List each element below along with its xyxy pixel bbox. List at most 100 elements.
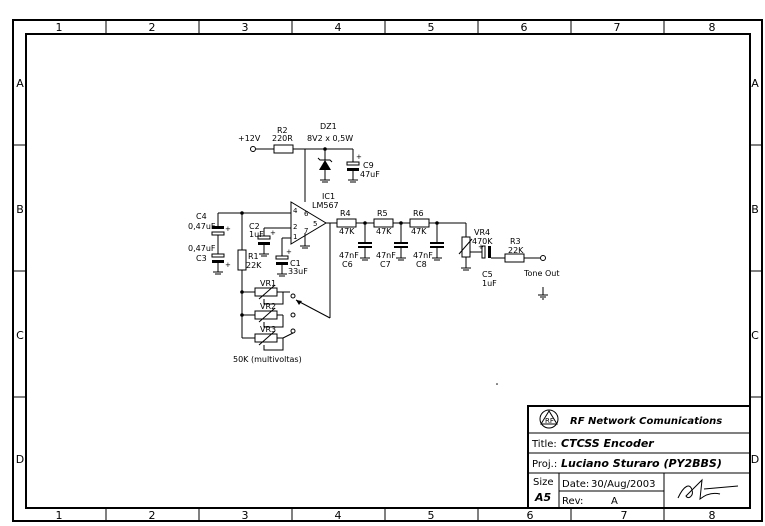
svg-text:+: + (286, 248, 292, 256)
trimmer-vr4 (461, 236, 471, 258)
supply-terminal[interactable] (250, 146, 256, 152)
ic1-pin-4: 4 (293, 207, 298, 215)
date-label: Date: (562, 479, 589, 490)
zone-col-2-top: 2 (149, 21, 156, 34)
proj-value: Luciano Sturaro (PY2BBS) (561, 457, 722, 470)
zone-row-b-right: B (751, 203, 759, 216)
r2-ref: R2 (277, 126, 288, 135)
zone-row-a-left: A (16, 77, 24, 90)
resistor-r6 (409, 218, 430, 228)
c1-ref: C1 (290, 259, 301, 268)
ic1-pin-7: 7 (304, 227, 308, 235)
zone-row-b-left: B (16, 203, 24, 216)
size-value: A5 (534, 491, 552, 504)
c9-value: 47uF (360, 170, 380, 179)
date-value: 30/Aug/2003 (591, 479, 655, 490)
company-name: RF Network Comunications (570, 416, 722, 427)
zone-col-3-top: 3 (242, 21, 249, 34)
zone-col-5-top: 5 (428, 21, 435, 34)
ic1-value: LM567 (312, 201, 339, 210)
resistor-r1 (237, 249, 247, 271)
c5-value: 1uF (482, 279, 497, 288)
zone-col-2-bottom: 2 (149, 509, 156, 522)
c4-ref: C4 (196, 212, 207, 221)
zone-col-8-top: 8 (709, 21, 716, 34)
r3-ref: R3 (510, 237, 521, 246)
dz1-value: 8V2 x 0,5W (307, 134, 353, 143)
svg-text:+: + (270, 229, 276, 237)
capacitor-c4 (212, 226, 224, 229)
vr4-value: 470K (472, 237, 493, 246)
zone-row-c-right: C (751, 329, 759, 342)
r6-value: 47K (411, 227, 427, 236)
zone-col-6-bottom: 6 (527, 509, 534, 522)
r4-value: 47K (339, 227, 355, 236)
r6-ref: R6 (413, 209, 424, 218)
c2-value: 1uF (249, 230, 264, 239)
c8-value: 47nF (413, 251, 433, 260)
ic1-pin-1: 1 (293, 233, 297, 241)
c6-ref: C6 (342, 260, 353, 269)
zone-col-1-top: 1 (56, 21, 63, 34)
c4-value: 0,47uF (188, 222, 216, 231)
selector-switch[interactable] (295, 299, 331, 319)
proj-label: Proj.: (532, 459, 557, 470)
resistor-r5 (373, 218, 394, 228)
zone-col-6-top: 6 (521, 21, 528, 34)
c9-ref: C9 (363, 161, 374, 170)
tone-out-label: Tone Out (523, 269, 559, 278)
resistor-r2 (273, 144, 294, 154)
trimmer-vr2 (254, 310, 278, 320)
zone-dividers (13, 20, 762, 521)
c6-value: 47nF (339, 251, 359, 260)
vr3-ref: VR3 (260, 325, 276, 334)
title-label: Title: (531, 439, 557, 450)
r5-ref: R5 (377, 209, 388, 218)
svg-text:+: + (225, 225, 231, 233)
zone-col-1-bottom: 1 (56, 509, 63, 522)
capacitor-c9 (346, 161, 360, 166)
capacitor-c3 (211, 253, 225, 258)
zone-row-a-right: A (751, 77, 759, 90)
trimmer-note: 50K (multivoltas) (233, 355, 302, 364)
zone-col-8-bottom: 8 (709, 509, 716, 522)
ic1-lm567 (290, 201, 327, 245)
svg-text:+: + (225, 261, 231, 269)
logo-text: RF (545, 417, 554, 425)
vr1-ref: VR1 (260, 279, 276, 288)
svg-text:+: + (478, 243, 484, 251)
zone-col-5-bottom: 5 (428, 509, 435, 522)
svg-text:+: + (356, 153, 362, 161)
capacitor-c1 (275, 255, 289, 260)
zone-col-7-bottom: 7 (621, 509, 628, 522)
zener-dz1 (319, 160, 331, 170)
c2-ref: C2 (249, 222, 260, 231)
r5-value: 47K (376, 227, 392, 236)
r3-value: 22K (508, 246, 524, 255)
r4-ref: R4 (340, 209, 351, 218)
ic1-ref: IC1 (322, 192, 335, 201)
title-block: RF RF Network Comunications Title: CTCSS… (527, 405, 751, 509)
trimmer-vr1 (254, 287, 278, 297)
rev-value: A (611, 496, 618, 507)
zone-row-d-right: D (751, 453, 759, 466)
vr4-ref: VR4 (474, 228, 490, 237)
zone-row-c-left: C (16, 329, 24, 342)
c8-ref: C8 (416, 260, 427, 269)
size-label: Size (533, 477, 554, 488)
tone-out-terminal[interactable] (540, 255, 546, 261)
resistor-r3 (504, 253, 525, 263)
signature (677, 478, 739, 501)
ic1-pin-6: 6 (304, 210, 309, 218)
title-value: CTCSS Encoder (561, 437, 654, 450)
vr2-ref: VR2 (260, 302, 276, 311)
r2-value: 220R (272, 134, 293, 143)
c5-ref: C5 (482, 270, 493, 279)
c1-value: 33uF (288, 267, 308, 276)
c7-value: 47nF (376, 251, 396, 260)
c7-ref: C7 (380, 260, 391, 269)
c3-ref: C3 (196, 254, 207, 263)
r1-ref: R1 (248, 252, 259, 261)
capacitor-c2 (257, 235, 271, 240)
